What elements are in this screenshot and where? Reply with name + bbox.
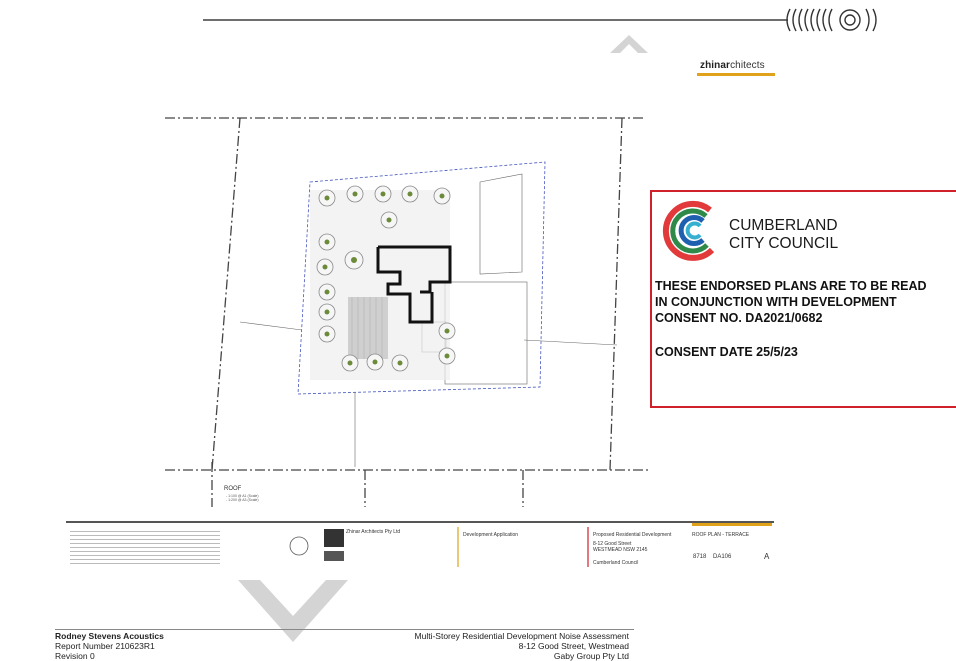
drawing-title-block: Zhinar Architects Pty Ltd Development Ap… xyxy=(66,521,774,573)
firm-logo-rest: chitects xyxy=(730,60,765,71)
footer-company: Rodney Stevens Acoustics xyxy=(55,631,164,641)
revision-letter: A xyxy=(764,552,770,561)
council-endorsement-stamp: CUMBERLAND CITY COUNCIL THESE ENDORSED P… xyxy=(650,190,956,408)
footer-report-number: Report Number 210623R1 xyxy=(55,641,155,651)
firm-logo-underline xyxy=(697,73,775,76)
header-rule xyxy=(203,19,788,21)
job-number: 8718 xyxy=(693,554,707,560)
footer-rule xyxy=(55,629,634,630)
firm-logo-bold: zhinar xyxy=(700,60,731,71)
footer-document-title: Multi-Storey Residential Development Noi… xyxy=(414,631,629,641)
project-name: Proposed Residential Development xyxy=(593,532,672,538)
roof-scale-note: - 1:100 @ A1 (Scale) xyxy=(226,494,259,498)
drawing-title: ROOF PLAN - TERRACE xyxy=(692,532,750,538)
roof-plan-drawing xyxy=(165,117,648,507)
wave-logo-icon xyxy=(786,8,877,32)
stamp-consent-number: CONSENT NO. DA2021/0682 xyxy=(655,311,823,325)
project-address-line: WESTMEAD NSW 2145 xyxy=(593,547,648,553)
roof-scale-notes: - 1:100 @ A1 (Scale) - 1:200 @ A3 (Scale… xyxy=(226,494,259,502)
stamp-text-line: IN CONJUNCTION WITH DEVELOPMENT xyxy=(655,295,897,309)
chevron-up-watermark-icon xyxy=(610,35,648,53)
council-name-line2: CITY COUNCIL xyxy=(729,235,839,252)
drawing-stage: Development Application xyxy=(463,532,519,538)
roof-label: ROOF xyxy=(224,486,242,492)
chevron-down-watermark-icon xyxy=(238,580,348,642)
council-name: Cumberland Council xyxy=(593,560,639,566)
footer-site-address: 8-12 Good Street, Westmead xyxy=(518,641,629,651)
footer-client: Gaby Group Pty Ltd xyxy=(553,651,629,661)
title-block-graphics xyxy=(70,523,772,567)
council-name-line1: CUMBERLAND xyxy=(729,217,838,234)
drawing-number: DA106 xyxy=(713,554,732,560)
project-address-line: 8-12 Good Street xyxy=(593,541,632,547)
firm-logo: zhinarchitects xyxy=(700,60,765,71)
council-logo-icon xyxy=(662,200,715,261)
stamp-consent-date: CONSENT DATE 25/5/23 xyxy=(655,345,798,359)
footer-revision: Revision 0 xyxy=(55,651,95,661)
stamp-text-line: THESE ENDORSED PLANS ARE TO BE READ xyxy=(655,279,927,293)
roof-scale-note: - 1:200 @ A3 (Scale) xyxy=(226,498,259,502)
architect-name: Zhinar Architects Pty Ltd xyxy=(346,529,401,535)
